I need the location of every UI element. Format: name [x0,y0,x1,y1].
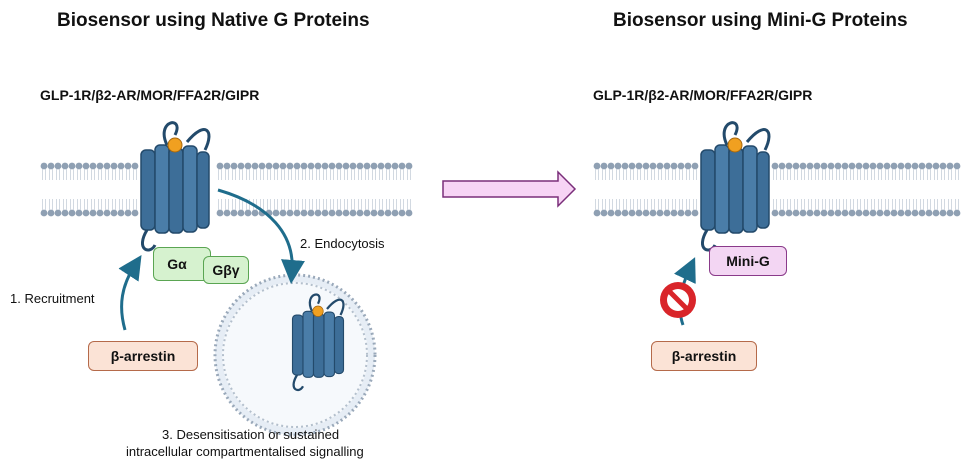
endocytosis-arrow [217,188,305,284]
right-beta-arrestin-box: β-arrestin [651,341,757,371]
ligand-icon [312,305,324,317]
step-recruitment-label: 1. Recruitment [10,291,95,306]
step-endocytosis-label: 2. Endocytosis [300,236,385,251]
gpcr-receptor-icon [140,121,211,252]
transition-arrow-icon [442,170,577,208]
right-receptor-label: GLP-1R/β2-AR/MOR/FFA2R/GIPR [593,87,813,103]
recruitment-arrow [118,254,142,331]
g-alpha-box: Gα [153,247,211,281]
ligand-icon [167,137,183,153]
gpcr-receptor-icon [700,121,771,252]
right-title: Biosensor using Mini-G Proteins [613,10,908,31]
g-beta-gamma-box: Gβγ [203,256,249,284]
step3-line1: 3. Desensitisation or sustained [162,427,340,442]
gpcr-receptor-icon [291,293,345,392]
left-membrane [40,162,413,217]
left-receptor-label: GLP-1R/β2-AR/MOR/FFA2R/GIPR [40,87,260,103]
right-membrane [593,162,961,217]
left-beta-arrestin-box: β-arrestin [88,341,198,371]
ligand-icon [727,137,743,153]
step3-line2: intracellular compartmentalised signalli… [126,444,364,459]
block-icon [660,282,696,318]
left-title: Biosensor using Native G Proteins [57,10,370,31]
mini-g-box: Mini-G [709,246,787,276]
